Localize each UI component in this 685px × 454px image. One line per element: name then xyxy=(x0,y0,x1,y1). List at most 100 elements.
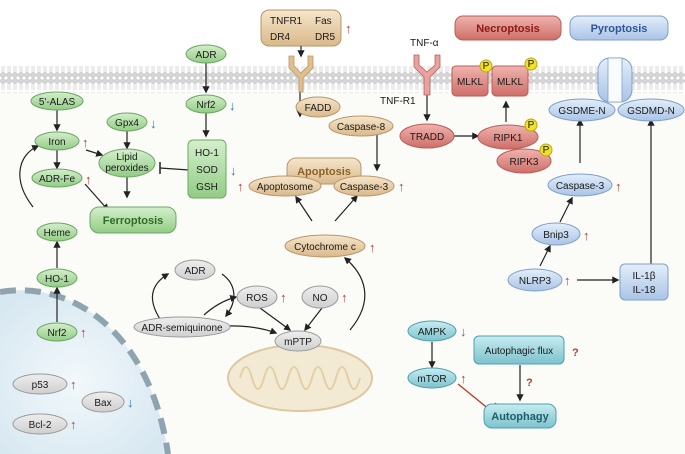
no-node[interactable]: NO xyxy=(301,285,339,309)
up-indicator-adr-fe: ↑ xyxy=(85,172,92,187)
gasdermin-pore xyxy=(597,57,633,103)
svg-text:Necroptosis: Necroptosis xyxy=(476,23,540,35)
mtor-node[interactable]: mTOR xyxy=(407,367,457,389)
bcl2-node[interactable]: Bcl-2 xyxy=(12,413,68,435)
svg-text:Nrf2: Nrf2 xyxy=(197,100,216,111)
death-receptors-box[interactable]: TNFR1 Fas DR4 DR5 xyxy=(260,9,342,47)
up-indicator-mtor: ↑ xyxy=(460,371,467,386)
svg-text:Autophagic flux: Autophagic flux xyxy=(485,346,553,357)
svg-text:GSDMD-N: GSDMD-N xyxy=(627,106,675,117)
ferroptosis-title[interactable]: Ferroptosis xyxy=(89,206,177,234)
ho1-node[interactable]: HO-1 xyxy=(36,268,78,288)
nlrp3-node[interactable]: NLRP3 xyxy=(507,268,563,292)
gsdme-node[interactable]: GSDME-N xyxy=(548,98,616,122)
svg-text:AMPK: AMPK xyxy=(418,327,447,338)
svg-text:RIPK1: RIPK1 xyxy=(494,133,523,144)
necroptosis-title[interactable]: Necroptosis xyxy=(454,15,562,41)
bax-node[interactable]: Bax xyxy=(81,391,125,413)
up-indicator-p53: ↑ xyxy=(70,377,77,392)
dr5-label: DR5 xyxy=(315,32,335,43)
alas-node[interactable]: 5'-ALAS xyxy=(30,91,84,111)
up-indicator-caspase3-pyro: ↑ xyxy=(615,179,622,194)
down-indicator-bax: ↓ xyxy=(127,395,134,410)
phospho-marker-mlkl-b: P xyxy=(524,57,538,71)
nrf2-nucleus-node[interactable]: Nrf2 xyxy=(36,322,78,342)
svg-text:GSDME-N: GSDME-N xyxy=(558,106,605,117)
adr-semiquinone-node[interactable]: ADR-semiquinone xyxy=(133,316,231,338)
svg-text:Autophagy: Autophagy xyxy=(491,411,549,423)
svg-text:Bnip3: Bnip3 xyxy=(543,230,569,241)
interleukin-box[interactable]: IL-1β IL-18 xyxy=(619,263,669,301)
up-indicator-iron: ↑ xyxy=(82,135,89,150)
svg-text:Heme: Heme xyxy=(44,228,71,239)
iron-node[interactable]: Iron xyxy=(34,131,80,151)
svg-text:Pyroptosis: Pyroptosis xyxy=(591,23,648,35)
caspase3-apoptosis-node[interactable]: Caspase-3 xyxy=(333,175,395,197)
up-indicator-no: ↑ xyxy=(341,290,348,305)
nrf2-node[interactable]: Nrf2 xyxy=(185,94,227,114)
down-indicator-ampk: ↓ xyxy=(460,324,467,339)
svg-text:ROS: ROS xyxy=(246,293,268,304)
apoptosome-node[interactable]: Apoptosome xyxy=(248,175,322,197)
svg-text:TRADD: TRADD xyxy=(410,132,444,143)
ros-node[interactable]: ROS xyxy=(236,285,278,309)
svg-text:P: P xyxy=(543,145,550,156)
svg-text:GSH: GSH xyxy=(196,182,218,193)
svg-text:ADR: ADR xyxy=(195,50,216,61)
bnip3-node[interactable]: Bnip3 xyxy=(531,222,581,246)
regulation-indicators: ↑ ↓ ↓ ↓ ↑ ↑ ↑ ↑ ↑ ↑ ↑ ↑ ↑ ↑ ↑ ↓ ↑ ↑ ↓ ↑ xyxy=(70,21,622,432)
autophagic-flux-box[interactable]: Autophagic flux xyxy=(473,335,565,365)
up-indicator-bnip3: ↑ xyxy=(583,228,590,243)
autophagy-link-question: ? xyxy=(526,377,533,389)
cell-membrane xyxy=(0,66,685,93)
caspase3-pyroptosis-node[interactable]: Caspase-3 xyxy=(547,173,613,197)
svg-text:p53: p53 xyxy=(32,380,49,391)
down-indicator-antioxidants: ↓ xyxy=(230,163,237,178)
down-indicator-gpx4: ↓ xyxy=(150,116,157,131)
gpx4-node[interactable]: Gpx4 xyxy=(106,112,148,132)
svg-text:mTOR: mTOR xyxy=(417,374,446,385)
tnf-alpha-label: TNF-α xyxy=(410,38,439,49)
phospho-marker-ripk3: P xyxy=(539,143,553,157)
autophagy-title[interactable]: Autophagy xyxy=(483,403,557,429)
adr-fe-node[interactable]: ADR-Fe xyxy=(31,168,83,188)
lipid-peroxides-node[interactable]: Lipid peroxides xyxy=(98,148,156,178)
tnf-r1-label: TNF-R1 xyxy=(380,96,416,107)
mptp-node[interactable]: mPTP xyxy=(274,330,322,352)
p53-node[interactable]: p53 xyxy=(12,373,68,395)
svg-text:Bax: Bax xyxy=(94,398,111,409)
caspase8-node[interactable]: Caspase-8 xyxy=(328,115,394,137)
svg-text:ADR-Fe: ADR-Fe xyxy=(39,174,76,185)
ripk1-node[interactable]: RIPK1 xyxy=(477,124,539,150)
svg-text:Apoptosome: Apoptosome xyxy=(257,182,314,193)
svg-text:HO-1: HO-1 xyxy=(45,274,69,285)
svg-text:Iron: Iron xyxy=(48,137,65,148)
mlkl-label-b: MLKL xyxy=(497,77,524,88)
fadd-node[interactable]: FADD xyxy=(295,96,341,118)
svg-text:Nrf2: Nrf2 xyxy=(48,328,67,339)
adr-cycle-node[interactable]: ADR xyxy=(174,259,216,281)
phospho-marker-mlkl-a: P xyxy=(479,59,493,73)
svg-text:Lipid: Lipid xyxy=(116,152,137,163)
svg-text:peroxides: peroxides xyxy=(105,163,148,174)
svg-text:RIPK3: RIPK3 xyxy=(510,157,539,168)
gsdmd-node[interactable]: GSDMD-N xyxy=(617,98,685,122)
adr-top-node[interactable]: ADR xyxy=(185,44,227,64)
svg-text:HO-1: HO-1 xyxy=(195,148,219,159)
heme-node[interactable]: Heme xyxy=(36,222,78,242)
pyroptosis-title[interactable]: Pyroptosis xyxy=(569,15,669,41)
svg-text:P: P xyxy=(528,120,535,131)
svg-text:IL-18: IL-18 xyxy=(633,285,656,296)
svg-text:5'-ALAS: 5'-ALAS xyxy=(39,97,76,108)
ripk3-node[interactable]: RIPK3 xyxy=(496,148,552,174)
mlkl-complex[interactable]: MLKL MLKL xyxy=(451,65,529,97)
svg-text:SOD: SOD xyxy=(196,165,218,176)
cytochrome-c-node[interactable]: Cytochrome c xyxy=(284,234,366,258)
up-indicator-ros: ↑ xyxy=(280,290,287,305)
ampk-node[interactable]: AMPK xyxy=(407,320,457,342)
tradd-node[interactable]: TRADD xyxy=(399,123,455,149)
antioxidant-box[interactable]: HO-1 SOD GSH xyxy=(187,139,227,199)
dr4-label: DR4 xyxy=(270,32,290,43)
phospho-markers: P P P P xyxy=(479,57,553,157)
